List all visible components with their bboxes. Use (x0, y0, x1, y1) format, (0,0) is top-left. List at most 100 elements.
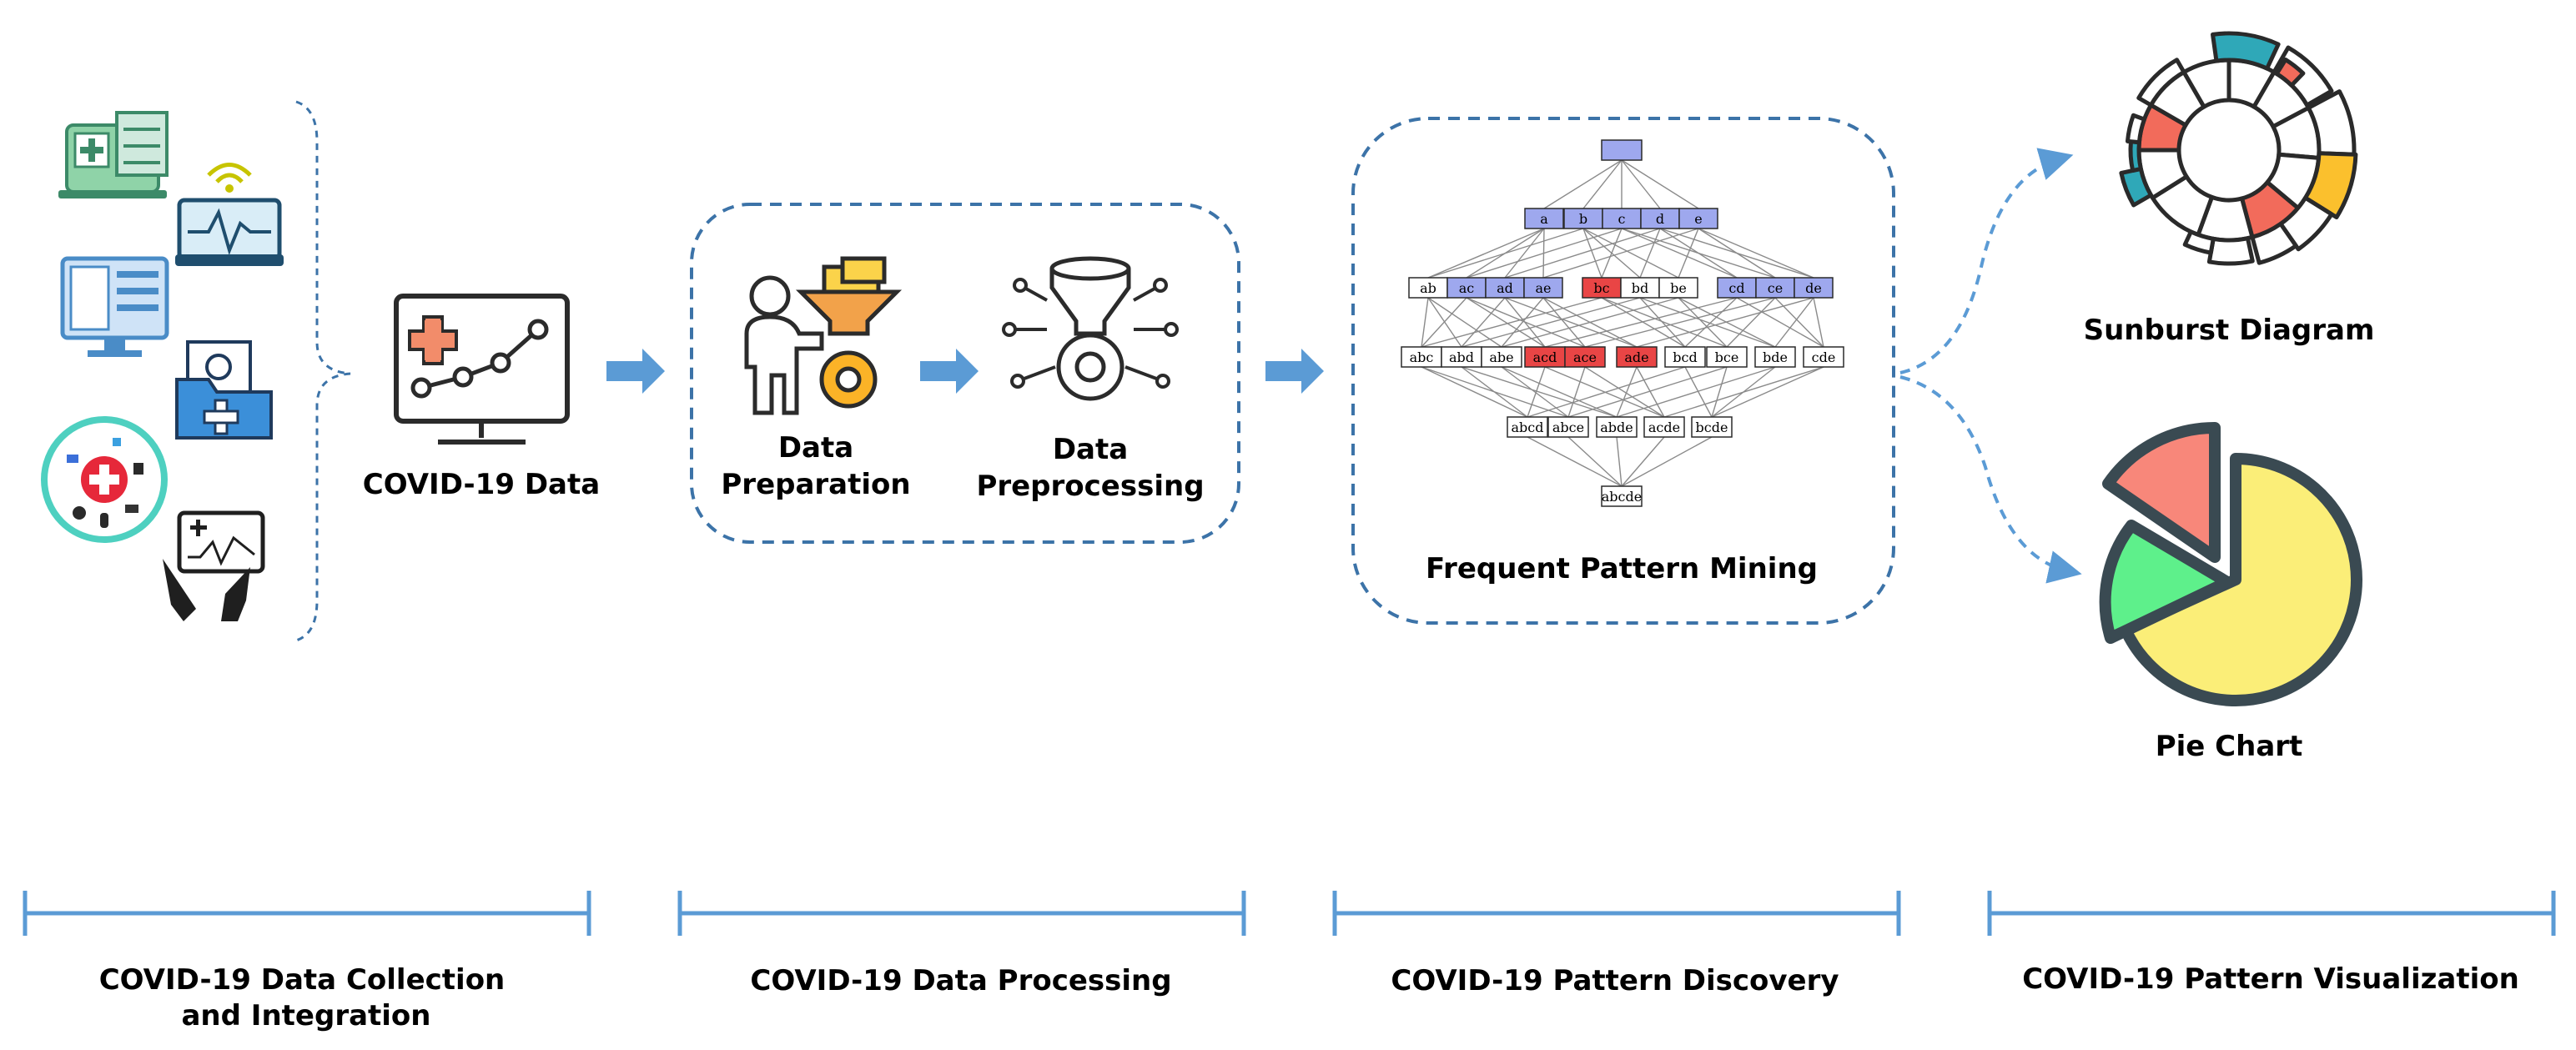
lattice-edge (1684, 297, 1738, 348)
lattice-edge (1621, 436, 1665, 487)
lattice-edge (1466, 297, 1586, 348)
lattice-edge (1427, 297, 1462, 348)
lattice-edge (1501, 297, 1679, 348)
lattice-node: bde (1754, 346, 1796, 368)
lattice-node-label: abce (1552, 419, 1584, 435)
stage-label-collection-2: and Integration (181, 999, 430, 1032)
lattice-node-label: bcd (1673, 349, 1697, 365)
lattice-edge (1427, 297, 1502, 348)
lattice-edge (1542, 228, 1699, 279)
lattice-edge (1698, 228, 1776, 279)
data-preparation-label-1: Data (778, 431, 853, 465)
lattice-node-label: bd (1632, 280, 1648, 296)
health-devices-icon (41, 416, 168, 543)
data-preprocessing-label-2: Preprocessing (976, 470, 1204, 503)
lattice-edge (1504, 228, 1661, 279)
sunburst-segment (2206, 236, 2255, 266)
lattice-edge (1427, 228, 1545, 279)
lattice-node: be (1658, 277, 1698, 299)
stage-label-collection-1: COVID-19 Data Collection (99, 963, 506, 997)
lattice-edge (1616, 436, 1623, 487)
lattice-node: acde (1643, 416, 1685, 438)
stage-bracket-processing (677, 891, 1246, 936)
lattice-node: ce (1755, 277, 1795, 299)
stage-label-visualization: COVID-19 Pattern Visualization (2022, 962, 2519, 996)
lattice-edge (1421, 366, 1528, 418)
lattice-edge (1601, 297, 1728, 348)
left-brace (295, 100, 351, 642)
pie-chart-label: Pie Chart (2156, 730, 2303, 763)
covid-data-monitor-icon (394, 294, 570, 445)
sunburst-label: Sunburst Diagram (2084, 314, 2375, 347)
lattice-edge (1601, 297, 1686, 348)
lattice-node-label: de (1805, 280, 1822, 296)
lattice-edge (1461, 366, 1618, 418)
lattice-node: cd (1717, 277, 1757, 299)
lattice-edge (1501, 366, 1618, 418)
lattice-edge (1582, 228, 1602, 279)
lattice-node: cde (1803, 346, 1844, 368)
sunburst-segment (2274, 57, 2306, 88)
sunburst-segment (2250, 221, 2298, 265)
lattice-node: ae (1523, 277, 1563, 299)
lattice-node-label: ac (1459, 280, 1475, 296)
lattice-edge (1663, 366, 1824, 418)
sunburst-segment (2211, 31, 2281, 71)
lattice-node-label: acde (1648, 419, 1680, 435)
lattice-edge (1678, 297, 1728, 348)
lattice-node-label: ace (1573, 349, 1597, 365)
lattice-node-label: ae (1535, 280, 1551, 296)
touch-tablet-icon (163, 510, 265, 621)
pie-slice-yellow (2120, 453, 2362, 706)
lattice-node-label: abe (1489, 349, 1513, 365)
lattice-node: ace (1564, 346, 1606, 368)
lattice-edge (1621, 159, 1699, 209)
flow-arrow-2 (920, 349, 979, 394)
lattice-node: bcd (1664, 346, 1706, 368)
lattice-edge (1636, 366, 1665, 418)
lattice-edge (1427, 228, 1584, 279)
lattice-node: ad (1485, 277, 1525, 299)
lattice-node: ac (1446, 277, 1487, 299)
lattice-edge (1421, 297, 1467, 348)
stage-bracket-collection (23, 891, 591, 936)
lattice-node-label: e (1694, 211, 1702, 227)
lattice-edge (1621, 228, 1738, 279)
flow-arrow-1 (606, 349, 665, 394)
lattice-node-label: ce (1768, 280, 1783, 296)
lattice-node: abde (1596, 416, 1638, 438)
lattice-edge (1567, 366, 1728, 418)
lattice-edge (1584, 297, 1776, 348)
stage-label-discovery: COVID-19 Pattern Discovery (1391, 964, 1839, 997)
lattice-node: de (1794, 277, 1834, 299)
processing-box (690, 203, 1240, 544)
data-preprocessing-label-1: Data (1053, 433, 1128, 466)
lattice-node: abcde (1601, 485, 1643, 507)
lattice-node: bc (1582, 277, 1622, 299)
lattice-edge (1698, 228, 1814, 279)
sunburst-diagram-icon (2119, 31, 2358, 266)
sunburst-segment (2125, 113, 2147, 145)
lattice-node: b (1563, 208, 1603, 229)
lattice-node: e (1678, 208, 1718, 229)
lattice-node: abd (1441, 346, 1482, 368)
lattice-node-label: ade (1624, 349, 1648, 365)
lattice-edge (1466, 228, 1623, 279)
arrow-to-sunburst (1899, 148, 2074, 374)
lattice-edge (1711, 366, 1824, 418)
lattice-node: abce (1547, 416, 1589, 438)
lattice-edge (1461, 297, 1506, 348)
lattice-edge (1527, 436, 1623, 487)
lattice-edge (1621, 436, 1713, 487)
fpm-box (1351, 117, 1895, 625)
lattice-edge (1466, 297, 1546, 348)
lattice-edge (1636, 297, 1814, 348)
lattice-edge (1504, 297, 1546, 348)
lattice-node-label: ab (1420, 280, 1436, 296)
lattice-node-label: bce (1715, 349, 1739, 365)
lattice-edge (1774, 297, 1824, 348)
lattice-node-label: c (1618, 211, 1626, 227)
sunburst-segment (2136, 58, 2186, 108)
lattice-edge (1527, 366, 1546, 418)
lattice-node: ab (1408, 277, 1448, 299)
